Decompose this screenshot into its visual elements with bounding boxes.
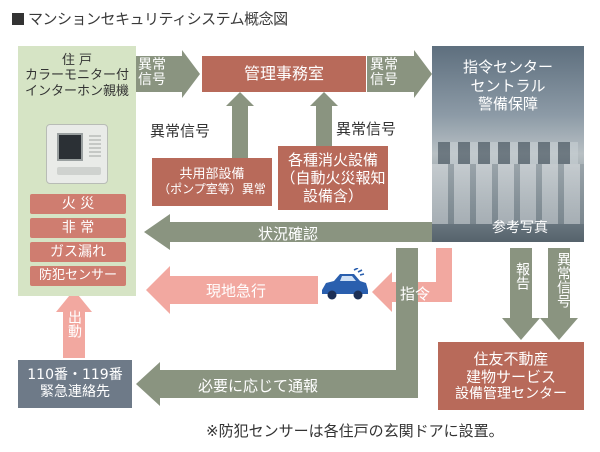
fire-equipment-line1: 各種消火設備 (287, 151, 378, 169)
sumitomo-line1: 住友不動産 (473, 349, 549, 368)
intercom-screen (57, 133, 83, 161)
patrol-car-icon (318, 268, 370, 302)
emergency-contact-line1: 110番・119番 (27, 367, 123, 384)
arrow-command (372, 248, 452, 312)
residence-heading: 住 戸 カラーモニター付 インターホン親機 (18, 48, 136, 104)
emergency-contact-line2: 緊急連絡先 (40, 384, 110, 400)
common-equipment-box: 共用部設備 （ポンプ室等）異常 (152, 158, 272, 206)
sumitomo-box: 住友不動産 建物サービス 設備管理センター (438, 342, 584, 410)
fire-equipment-box: 各種消火設備 （自動火災報知 設備含） (278, 146, 388, 210)
label-abnormal-signal-2: 異常 信号 (370, 57, 398, 89)
intercom-monitor (46, 124, 108, 184)
arrow-report (502, 248, 540, 340)
arrow-dispatch (56, 290, 92, 358)
label-rush-to-site: 現地急行 (206, 282, 267, 300)
residence-heading-line1: 住 戸 (61, 52, 93, 68)
common-equipment-line1: 共用部設備 (179, 166, 245, 182)
label-status-check: 状況確認 (258, 225, 319, 243)
command-center-line3: 警備保障 (477, 95, 538, 114)
arrow-office-to-center (367, 50, 432, 98)
label-report: 報告 (514, 262, 530, 290)
sumitomo-line2: 建物サービス (465, 367, 556, 386)
label-abnormal-signal-vertical: 異常信号 (555, 252, 571, 308)
residence-item-gas-leak: ガス漏れ (30, 242, 126, 262)
residence-heading-line2: カラーモニター付 (24, 68, 129, 84)
arrow-status-check (144, 214, 440, 250)
arrow-abnormal-down (540, 248, 578, 340)
photo-screens (438, 142, 578, 164)
label-abnormal-signal-fire: 異常信号 (336, 120, 397, 138)
label-command: 指令 (400, 285, 431, 303)
label-abnormal-signal-common: 異常信号 (150, 122, 211, 140)
photo-desks (432, 164, 584, 224)
photo-caption: 参考写真 (492, 219, 548, 236)
command-center-title: 指令センター セントラル 警備保障 (432, 50, 584, 122)
residence-item-fire: 火 災 (30, 194, 126, 214)
label-as-needed: 必要に応じて通報 (198, 377, 319, 395)
fire-equipment-line3: 設備含） (302, 187, 363, 205)
footnote: ※防犯センサーは各住戸の玄関ドアに設置。 (206, 422, 504, 440)
intercom-buttons (57, 167, 101, 175)
arrow-residence-to-office (136, 50, 200, 98)
residence-item-emergency: 非 常 (30, 218, 126, 238)
arrow-fire-to-office (310, 92, 338, 146)
arrow-common-to-office (226, 92, 254, 158)
emergency-contact-box: 110番・119番 緊急連絡先 (18, 360, 132, 408)
common-equipment-line2: （ポンプ室等）異常 (158, 181, 266, 196)
square-bullet-icon (12, 13, 24, 25)
diagram-title: マンションセキュリティシステム概念図 (12, 8, 288, 29)
arrow-as-needed (136, 248, 418, 406)
command-center-photo (432, 46, 584, 242)
management-office-box: 管理事務室 (202, 56, 366, 92)
residence-heading-line3: インターホン親機 (24, 83, 129, 99)
sumitomo-line3: 設備管理センター (455, 385, 567, 402)
fire-equipment-line2: （自動火災報知 (280, 169, 386, 187)
label-abnormal-signal-1: 異常 信号 (138, 57, 166, 89)
residence-item-security-sensor: 防犯センサー (30, 266, 126, 286)
arrow-rush-to-site (146, 266, 318, 314)
label-dispatch: 出動 (66, 310, 82, 338)
command-center-line1: 指令センター (462, 57, 553, 76)
command-center-line2: セントラル (470, 76, 546, 95)
intercom-speaker (89, 135, 101, 159)
